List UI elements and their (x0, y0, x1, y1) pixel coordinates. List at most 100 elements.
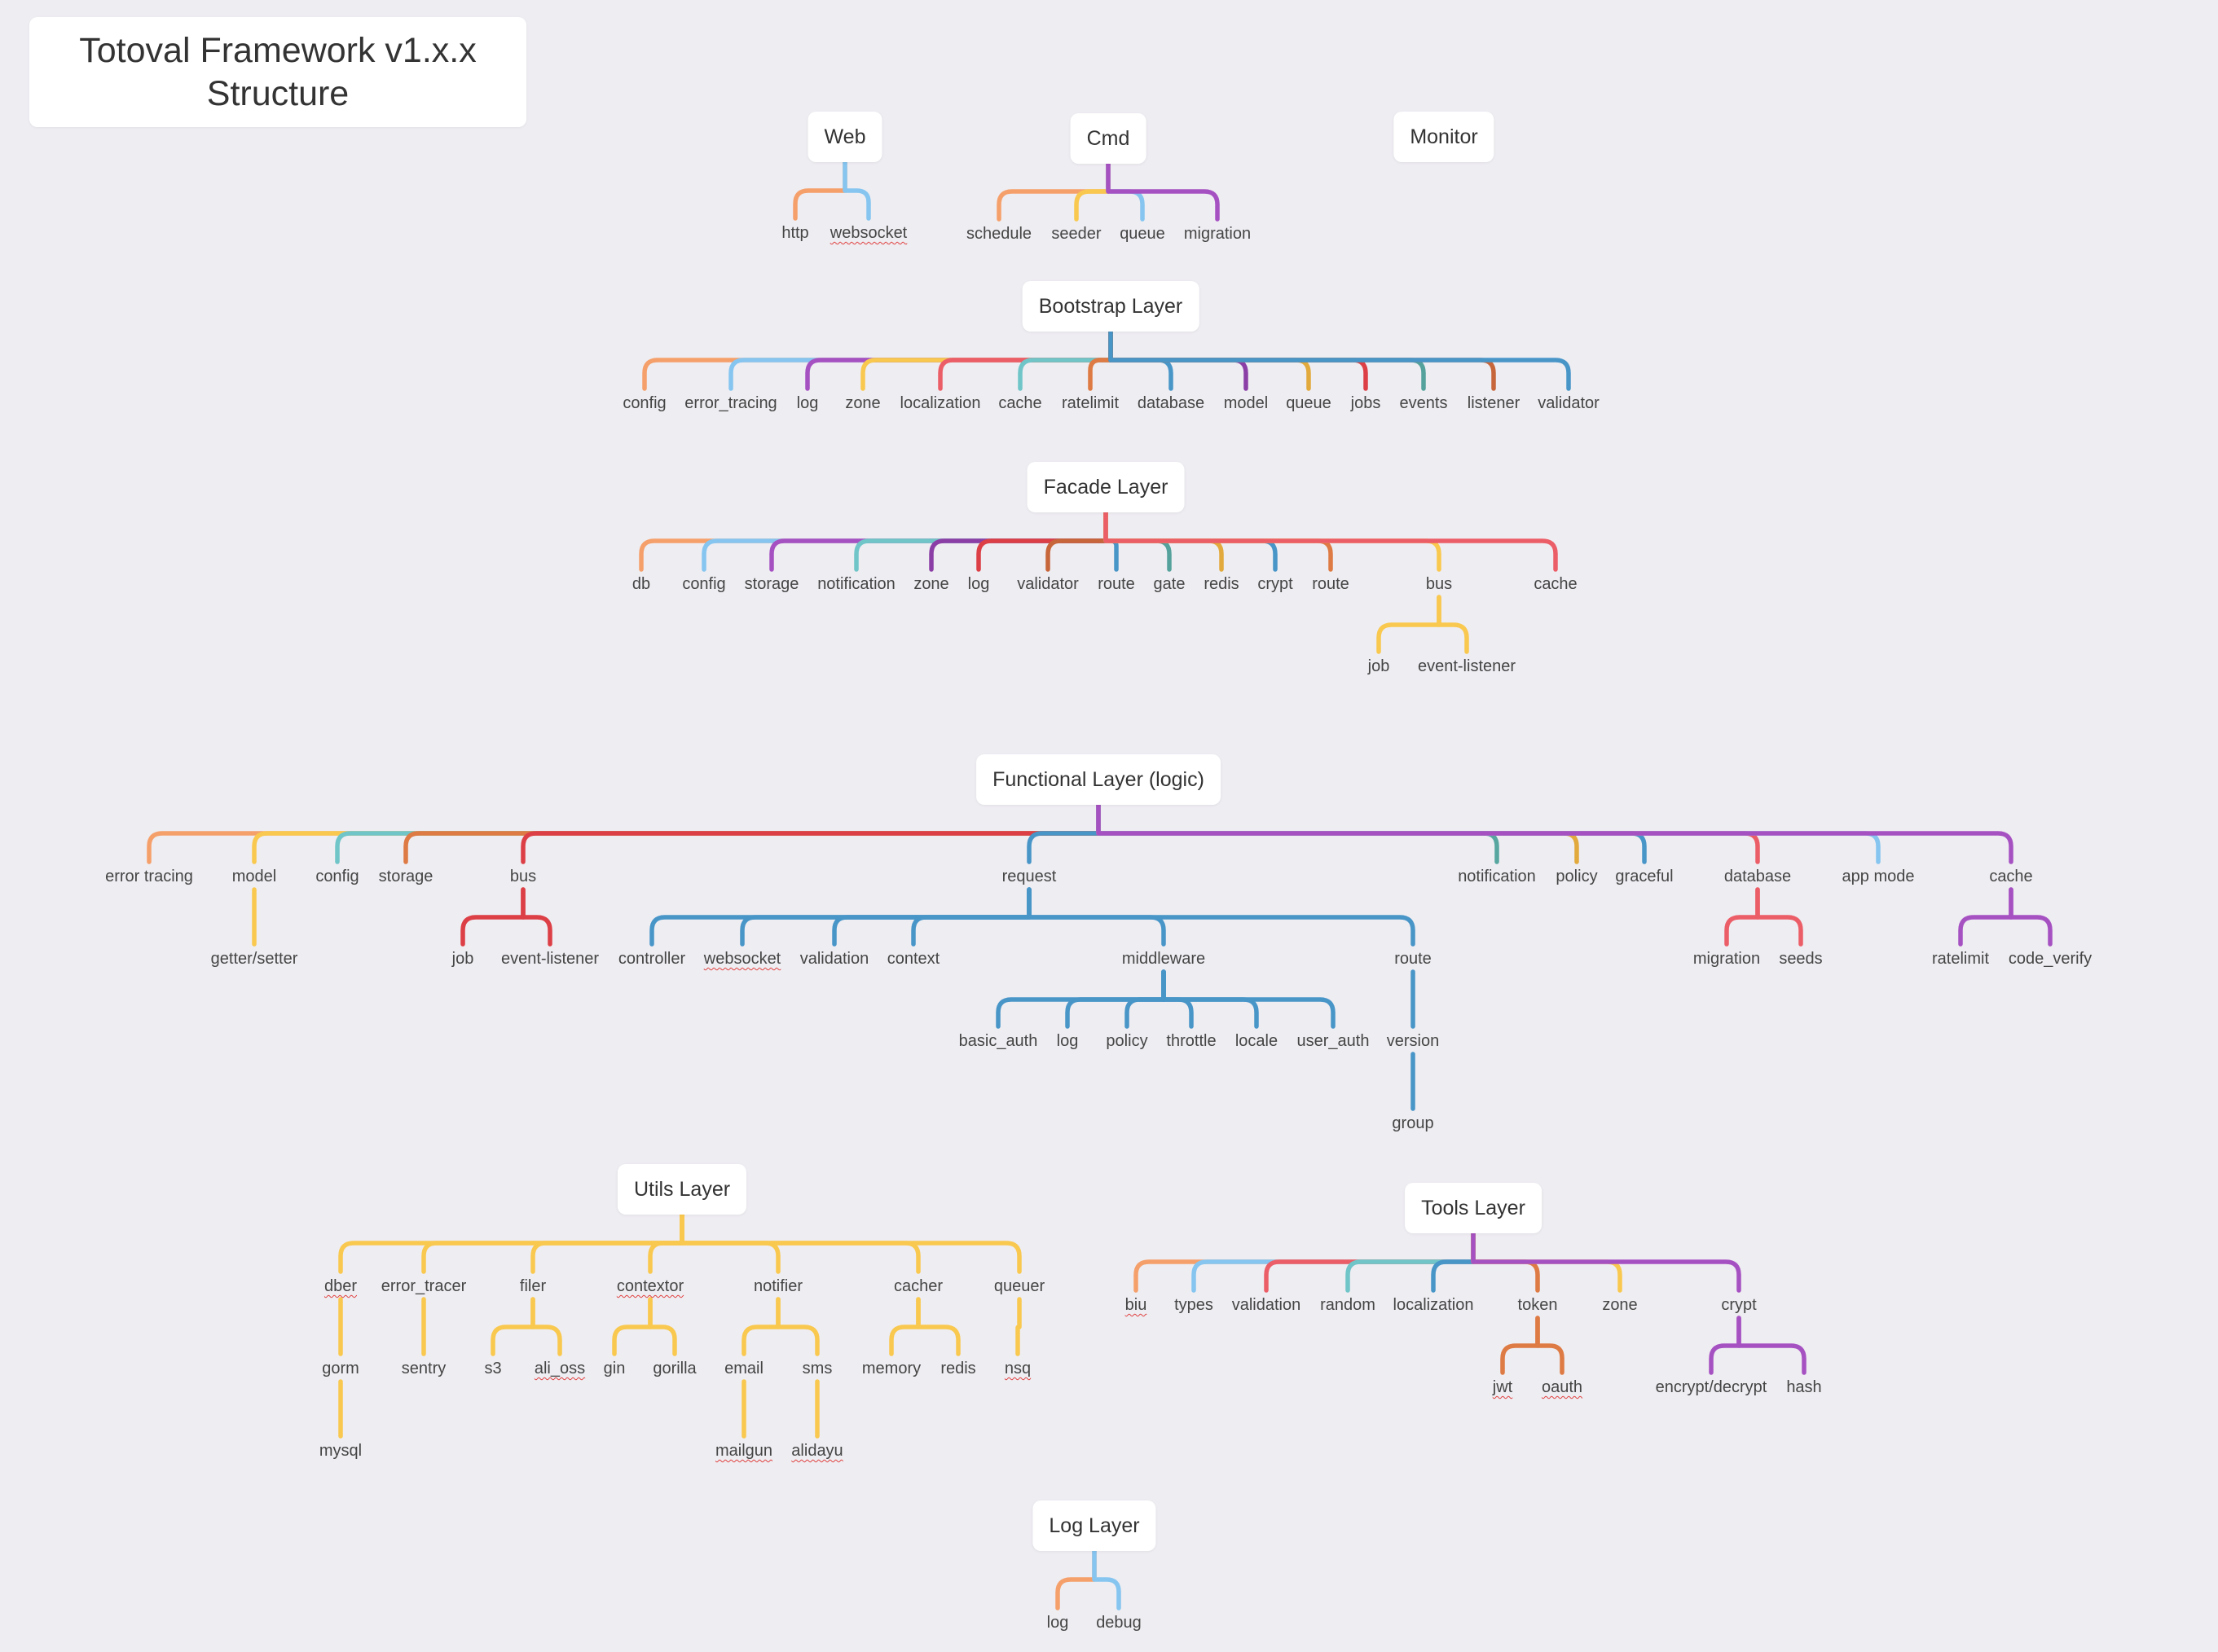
layer-node-web[interactable]: Web (808, 112, 882, 162)
node-app-mode[interactable]: app mode (1842, 868, 1915, 885)
layer-node-cmd[interactable]: Cmd (1070, 113, 1146, 164)
node-gorilla[interactable]: gorilla (653, 1360, 697, 1377)
node-model[interactable]: model (231, 868, 277, 885)
node-filer[interactable]: filer (519, 1277, 547, 1295)
node-ratelimit[interactable]: ratelimit (1931, 950, 1990, 968)
node-localization[interactable]: localization (1393, 1296, 1474, 1314)
node-log[interactable]: log (796, 394, 819, 412)
node-biu[interactable]: biu (1124, 1296, 1147, 1314)
node-memory[interactable]: memory (861, 1360, 922, 1377)
node-listener[interactable]: listener (1467, 394, 1520, 412)
node-model[interactable]: model (1223, 394, 1269, 412)
node-controller[interactable]: controller (618, 950, 686, 968)
node-locale[interactable]: locale (1234, 1032, 1278, 1050)
node-log[interactable]: log (1056, 1032, 1079, 1050)
node-getter-setter[interactable]: getter/setter (210, 950, 298, 968)
node-gorm[interactable]: gorm (322, 1360, 359, 1377)
node-log[interactable]: log (1046, 1614, 1069, 1632)
node-gin[interactable]: gin (603, 1360, 626, 1377)
node-log[interactable]: log (967, 575, 990, 593)
node-migration[interactable]: migration (1692, 950, 1761, 968)
layer-node-monitor[interactable]: Monitor (1393, 112, 1494, 162)
node-sentry[interactable]: sentry (401, 1360, 447, 1377)
node-queuer[interactable]: queuer (993, 1277, 1045, 1295)
node-cache[interactable]: cache (1989, 868, 2033, 885)
node-events[interactable]: events (1399, 394, 1448, 412)
node-queue[interactable]: queue (1286, 394, 1331, 412)
node-request[interactable]: request (1001, 868, 1057, 885)
node-debug[interactable]: debug (1096, 1614, 1142, 1632)
node-email[interactable]: email (724, 1360, 764, 1377)
node-zone[interactable]: zone (913, 575, 949, 593)
node-error-tracing[interactable]: error tracing (105, 868, 193, 885)
node-oauth[interactable]: oauth (1541, 1378, 1583, 1396)
node-notification[interactable]: notification (1458, 868, 1536, 885)
layer-node-facade-layer[interactable]: Facade Layer (1027, 462, 1185, 512)
node-notifier[interactable]: notifier (753, 1277, 803, 1295)
node-zone[interactable]: zone (1602, 1296, 1638, 1314)
node-notification[interactable]: notification (817, 575, 896, 593)
node-queue[interactable]: queue (1120, 225, 1165, 243)
node-encrypt-decrypt[interactable]: encrypt/decrypt (1655, 1378, 1767, 1396)
node-validator[interactable]: validator (1538, 394, 1600, 412)
layer-node-log-layer[interactable]: Log Layer (1032, 1500, 1156, 1551)
node-validator[interactable]: validator (1017, 575, 1079, 593)
layer-node-bootstrap-layer[interactable]: Bootstrap Layer (1022, 281, 1199, 332)
node-config[interactable]: config (623, 394, 667, 412)
node-basic-auth[interactable]: basic_auth (958, 1032, 1038, 1050)
node-config[interactable]: config (682, 575, 726, 593)
node-error-tracing[interactable]: error_tracing (684, 394, 777, 412)
node-seeder[interactable]: seeder (1051, 225, 1102, 243)
node-validation[interactable]: validation (1231, 1296, 1301, 1314)
node-config[interactable]: config (315, 868, 359, 885)
node-bus[interactable]: bus (1425, 575, 1453, 593)
node-dber[interactable]: dber (323, 1277, 358, 1295)
layer-node-utils-layer[interactable]: Utils Layer (617, 1164, 747, 1215)
node-throttle[interactable]: throttle (1166, 1032, 1217, 1050)
node-seeds[interactable]: seeds (1779, 950, 1823, 968)
node-mailgun[interactable]: mailgun (715, 1442, 773, 1460)
node-user-auth[interactable]: user_auth (1296, 1032, 1370, 1050)
node-error-tracer[interactable]: error_tracer (381, 1277, 467, 1295)
node-storage[interactable]: storage (744, 575, 799, 593)
node-context[interactable]: context (887, 950, 940, 968)
node-random[interactable]: random (1320, 1296, 1375, 1314)
node-route[interactable]: route (1098, 575, 1135, 593)
node-version[interactable]: version (1386, 1032, 1440, 1050)
node-mysql[interactable]: mysql (319, 1442, 363, 1460)
node-redis[interactable]: redis (1204, 575, 1239, 593)
node-contextor[interactable]: contextor (616, 1277, 684, 1295)
node-cache[interactable]: cache (998, 394, 1042, 412)
node-database[interactable]: database (1723, 868, 1792, 885)
layer-node-functional-layer-logic[interactable]: Functional Layer (logic) (976, 754, 1221, 805)
node-db[interactable]: db (632, 575, 651, 593)
node-route[interactable]: route (1312, 575, 1349, 593)
node-jobs[interactable]: jobs (1350, 394, 1381, 412)
node-s3[interactable]: s3 (484, 1360, 502, 1377)
layer-node-tools-layer[interactable]: Tools Layer (1405, 1183, 1542, 1233)
node-redis[interactable]: redis (940, 1360, 976, 1377)
node-group[interactable]: group (1392, 1114, 1434, 1132)
node-schedule[interactable]: schedule (966, 225, 1032, 243)
node-crypt[interactable]: crypt (1257, 575, 1293, 593)
node-gate[interactable]: gate (1153, 575, 1186, 593)
node-validation[interactable]: validation (799, 950, 869, 968)
node-cache[interactable]: cache (1534, 575, 1578, 593)
node-middleware[interactable]: middleware (1121, 950, 1206, 968)
node-ali-oss[interactable]: ali_oss (534, 1360, 586, 1377)
node-sms[interactable]: sms (802, 1360, 833, 1377)
node-http[interactable]: http (781, 224, 809, 242)
node-nsq[interactable]: nsq (1004, 1360, 1032, 1377)
node-zone[interactable]: zone (845, 394, 881, 412)
node-policy[interactable]: policy (1556, 868, 1598, 885)
node-localization[interactable]: localization (900, 394, 981, 412)
node-database[interactable]: database (1137, 394, 1205, 412)
node-jwt[interactable]: jwt (1492, 1378, 1513, 1396)
node-hash[interactable]: hash (1786, 1378, 1822, 1396)
node-migration[interactable]: migration (1183, 225, 1252, 243)
node-websocket[interactable]: websocket (830, 224, 908, 242)
node-job[interactable]: job (1367, 657, 1390, 675)
node-token[interactable]: token (1517, 1296, 1558, 1314)
node-bus[interactable]: bus (509, 868, 537, 885)
node-policy[interactable]: policy (1106, 1032, 1148, 1050)
